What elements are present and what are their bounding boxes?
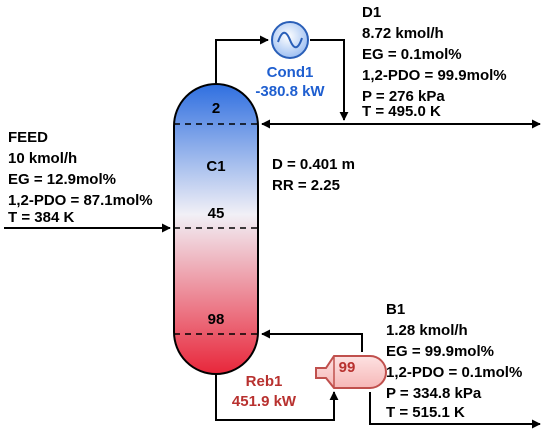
bottoms-temperature: T = 515.1 K bbox=[386, 404, 465, 421]
distillate-pdo: 1,2-PDO = 99.9mol% bbox=[362, 67, 507, 84]
column-name-label: C1 bbox=[206, 158, 225, 175]
distillate-pressure: P = 276 kPa bbox=[362, 88, 445, 105]
condenser-duty: -380.8 kW bbox=[255, 83, 325, 100]
condenser[interactable] bbox=[271, 21, 309, 59]
bottoms-info: B1 1.28 kmol/h EG = 99.9mol% 1,2-PDO = 0… bbox=[386, 301, 522, 421]
bottoms-pressure: P = 334.8 kPa bbox=[386, 385, 482, 402]
overhead-vapor-line bbox=[215, 35, 269, 84]
stage-bottom-label: 98 bbox=[208, 311, 225, 328]
distillation-column[interactable]: 2 C1 45 98 bbox=[173, 83, 259, 375]
bottoms-name: B1 bbox=[386, 301, 405, 318]
distillate-temperature: T = 495.0 K bbox=[362, 103, 441, 120]
reboiler[interactable]: 99 bbox=[315, 355, 387, 389]
feed-flow: 10 kmol/h bbox=[8, 150, 77, 167]
stage-top-label: 2 bbox=[212, 100, 220, 117]
condenser-name: Cond1 bbox=[267, 64, 314, 81]
reboiler-name: Reb1 bbox=[246, 373, 283, 390]
feed-pdo: 1,2-PDO = 87.1mol% bbox=[8, 192, 153, 209]
bottoms-liquid-line bbox=[215, 374, 339, 421]
feed-eg: EG = 12.9mol% bbox=[8, 171, 116, 188]
column-reflux-label: RR = 2.25 bbox=[272, 177, 340, 194]
feed-info: FEED 10 kmol/h EG = 12.9mol% 1,2-PDO = 8… bbox=[8, 129, 153, 226]
column-body bbox=[173, 83, 259, 375]
stage-feed-label: 45 bbox=[208, 205, 225, 222]
distillate-flow: 8.72 kmol/h bbox=[362, 25, 444, 42]
condenser-outlet-line bbox=[310, 39, 349, 121]
bottoms-flow: 1.28 kmol/h bbox=[386, 322, 468, 339]
distillate-info: D1 8.72 kmol/h EG = 0.1mol% 1,2-PDO = 99… bbox=[362, 4, 507, 120]
bottoms-pdo: 1,2-PDO = 0.1mol% bbox=[386, 364, 522, 381]
feed-temperature: T = 384 K bbox=[8, 209, 74, 226]
distillate-eg: EG = 0.1mol% bbox=[362, 46, 462, 63]
reboiler-vapor-return-line bbox=[261, 329, 363, 352]
condenser-wave-icon bbox=[277, 31, 303, 49]
distillate-name: D1 bbox=[362, 4, 381, 21]
reboiler-duty: 451.9 kW bbox=[232, 393, 297, 410]
column-diameter-label: D = 0.401 m bbox=[272, 156, 355, 173]
feed-name: FEED bbox=[8, 129, 48, 146]
bottoms-eg: EG = 99.9mol% bbox=[386, 343, 494, 360]
bottoms-product-line bbox=[369, 392, 541, 429]
reboiler-stage-label: 99 bbox=[339, 359, 356, 376]
